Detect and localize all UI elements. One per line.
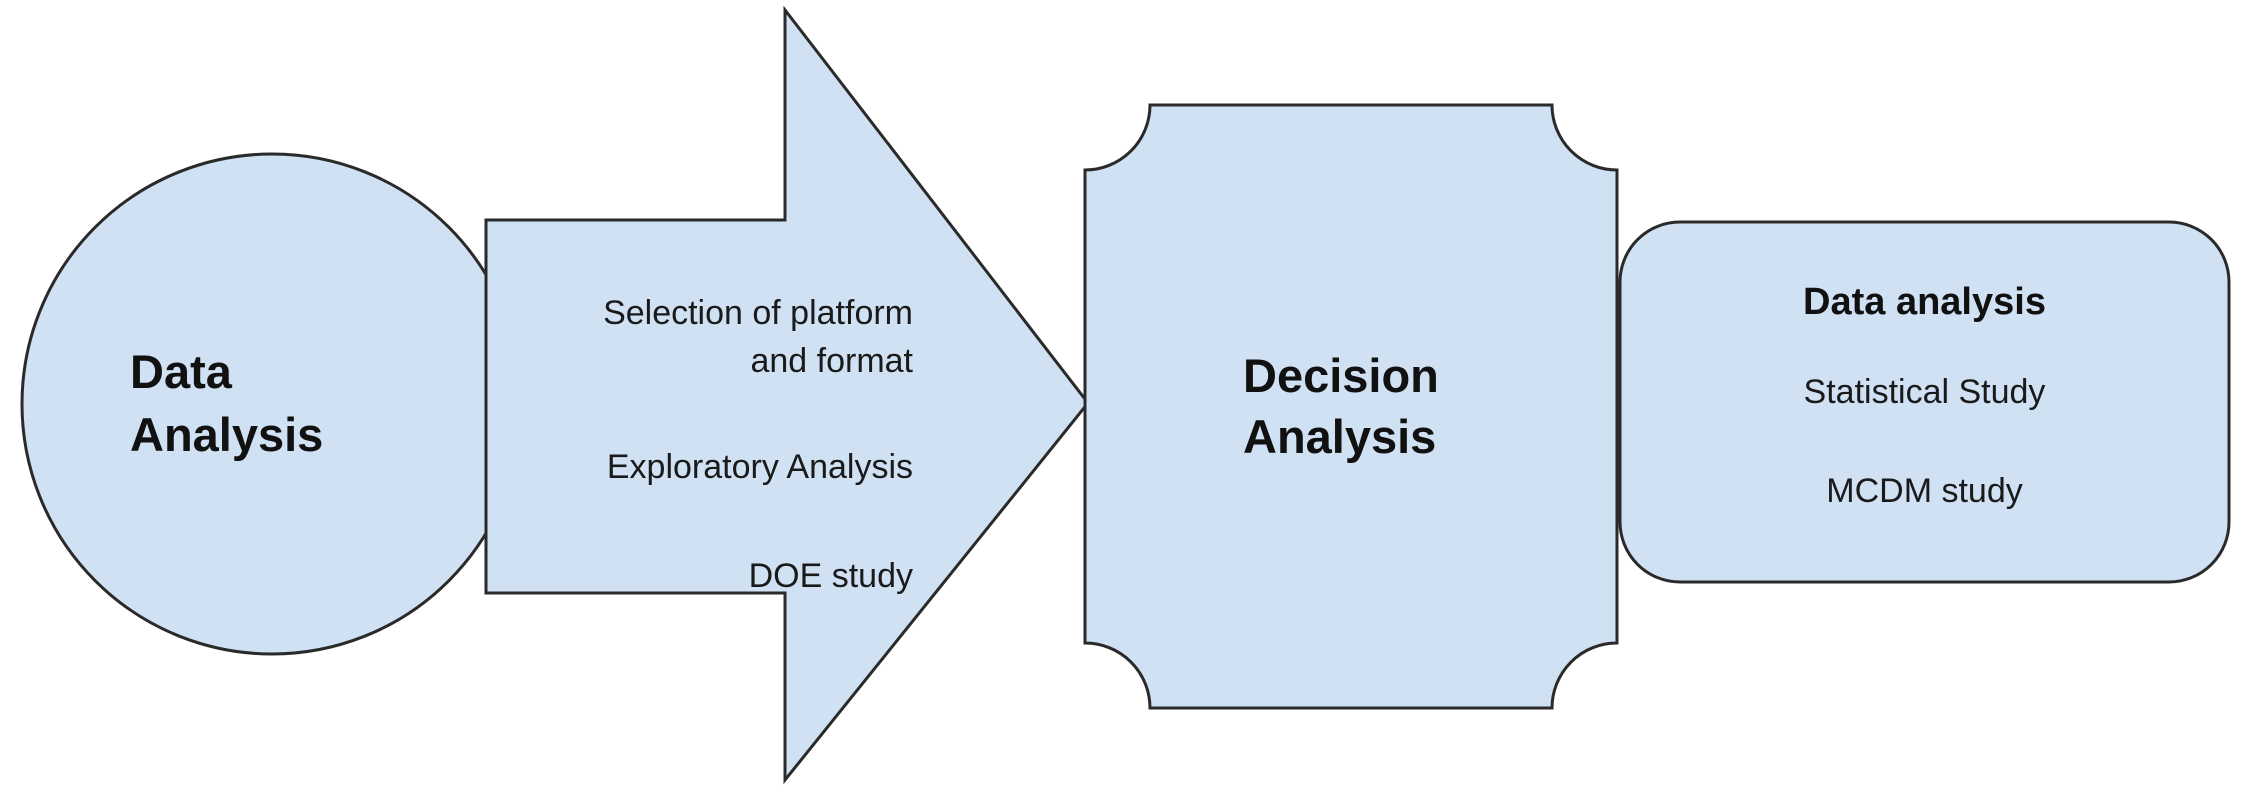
right-box-item-statistical: Statistical Study — [1803, 373, 2046, 411]
data-analysis-circle — [20, 152, 524, 656]
arrow-item-doe: DOE study — [748, 557, 913, 595]
arrow-item-selection-line1: Selection of platform — [603, 294, 913, 332]
arrow-item-selection-line2: and format — [750, 342, 913, 380]
decision-analysis-shape — [1083, 103, 1619, 710]
process-arrow — [484, 5, 1090, 785]
right-box-title: Data analysis — [1803, 281, 2046, 323]
decision-label-line1: Decision — [1243, 349, 1439, 402]
decision-label-line2: Analysis — [1243, 410, 1437, 463]
arrow-item-exploratory: Exploratory Analysis — [606, 448, 913, 486]
data-analysis-box — [1618, 220, 2231, 584]
right-box-item-mcdm: MCDM study — [1826, 472, 2023, 510]
circle-label-line1: Data — [130, 345, 232, 398]
circle-label-line2: Analysis — [130, 408, 324, 461]
